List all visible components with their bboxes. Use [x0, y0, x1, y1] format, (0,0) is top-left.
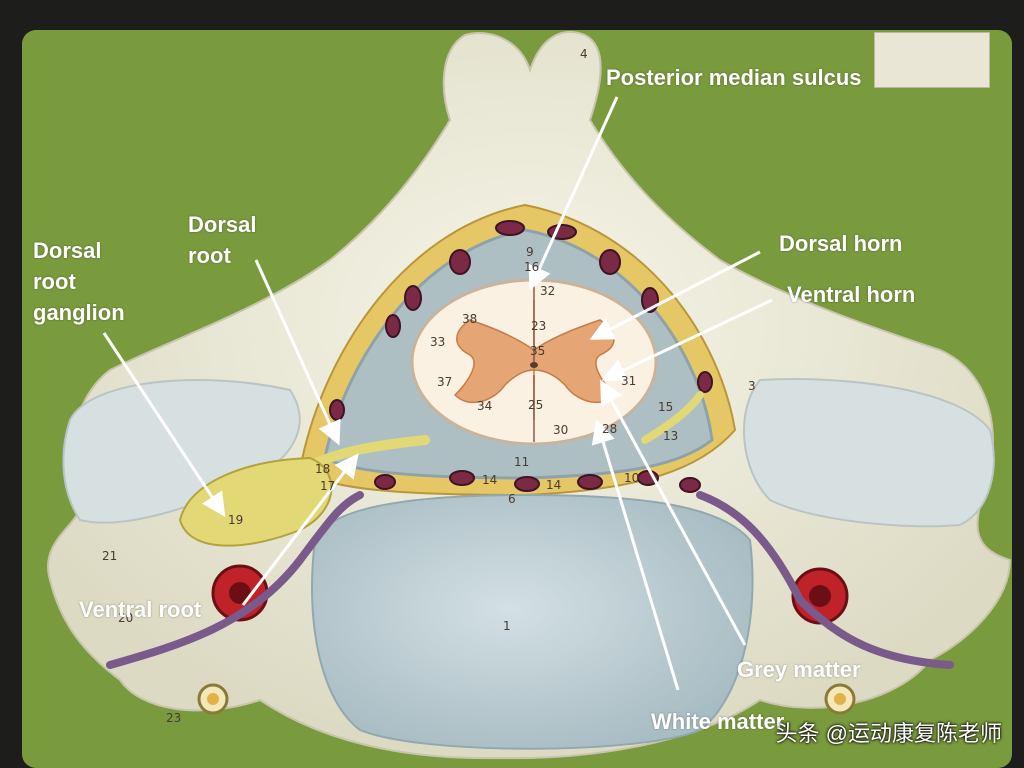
description-plaque [874, 32, 990, 88]
model-number: 16 [524, 260, 539, 274]
model-number: 15 [658, 400, 673, 414]
model-number: 28 [602, 422, 617, 436]
model-number: 23 [166, 711, 181, 725]
model-number: 9 [526, 245, 534, 259]
model-number: 33 [430, 335, 445, 349]
arrow-dorsal-horn [589, 250, 761, 340]
model-number: 6 [508, 492, 516, 506]
pointer-arrows [102, 96, 773, 691]
arrow-dorsal-root-ganglion [102, 332, 226, 518]
model-number: 34 [477, 399, 492, 413]
label-posterior-median-sulcus: Posterior median sulcus [606, 65, 862, 90]
epidural-veins [329, 220, 713, 493]
model-number: 11 [514, 455, 529, 469]
model-number: 38 [462, 312, 477, 326]
right-dorsal-root-nerve [641, 391, 704, 444]
model-number: 37 [437, 375, 452, 389]
model-number: 25 [528, 398, 543, 412]
arrow-ventral-horn [601, 298, 773, 382]
arrow-grey-matter [600, 379, 747, 646]
model-number: 19 [228, 513, 243, 527]
model-number: 1 [503, 619, 511, 633]
right-transverse-process [743, 378, 995, 528]
model-number: 4 [580, 47, 588, 61]
model-number: 20 [118, 611, 133, 625]
label-dorsal-root-ganglion: Dorsal root ganglion [33, 238, 125, 325]
model-number: 10 [624, 471, 639, 485]
vertebral-veins [106, 491, 954, 669]
model-number: 18 [315, 462, 330, 476]
label-dorsal-root: Dorsal root [188, 212, 257, 268]
arrow-posterior-median-sulcus [528, 96, 619, 291]
nerve-stumps [197, 683, 856, 715]
model-number: 35 [530, 344, 545, 358]
model-number: 21 [102, 549, 117, 563]
label-ventral-horn: Ventral horn [787, 282, 916, 307]
model-number: 14 [482, 473, 497, 487]
model-number: 17 [320, 479, 335, 493]
label-white-matter: White matter [651, 709, 785, 734]
watermark: 头条 @运动康复陈老师 [775, 721, 1002, 746]
model-number: 30 [553, 423, 568, 437]
model-number: 14 [546, 478, 561, 492]
model-number: 32 [540, 284, 555, 298]
model-number: 31 [621, 374, 636, 388]
arrow-dorsal-root [254, 259, 341, 446]
model-number: 23 [531, 319, 546, 333]
vertebral-body [311, 493, 754, 750]
label-ventral-root: Ventral root [79, 597, 202, 622]
arrow-ventral-root [241, 453, 359, 606]
central-canal [530, 362, 538, 368]
label-dorsal-horn: Dorsal horn [779, 231, 903, 256]
model-number: 13 [663, 429, 678, 443]
label-grey-matter: Grey matter [737, 657, 861, 682]
model-number: 3 [748, 379, 756, 393]
arrow-white-matter [591, 419, 680, 691]
